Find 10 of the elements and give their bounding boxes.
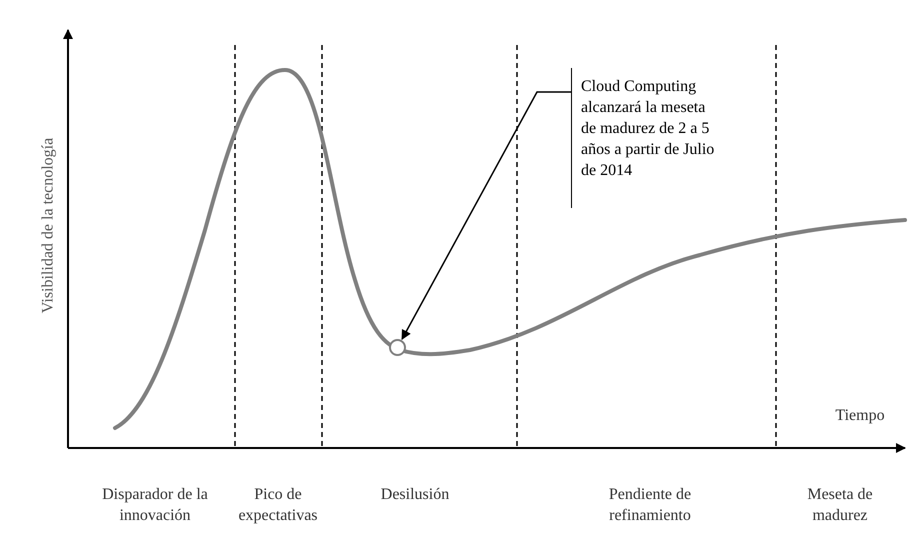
phase-label: Meseta de madurez — [806, 485, 874, 526]
axis-title: Tiempo — [834, 406, 886, 426]
callout-text: Cloud Computing alcanzará la meseta de madurez de 2 a 5 años a partir de Julio de 2014 — [571, 68, 721, 208]
phase-label: Disparador de la innovación — [101, 485, 209, 526]
curve-point-marker — [389, 339, 406, 356]
callout-arrow — [401, 91, 571, 340]
phase-label: Desilusión — [380, 485, 450, 505]
phase-label: Pendiente de refinamiento — [608, 485, 692, 526]
axis-title: Visibilidad de la tecnología — [38, 136, 58, 316]
phase-label: Pico de expectativas — [237, 485, 319, 526]
